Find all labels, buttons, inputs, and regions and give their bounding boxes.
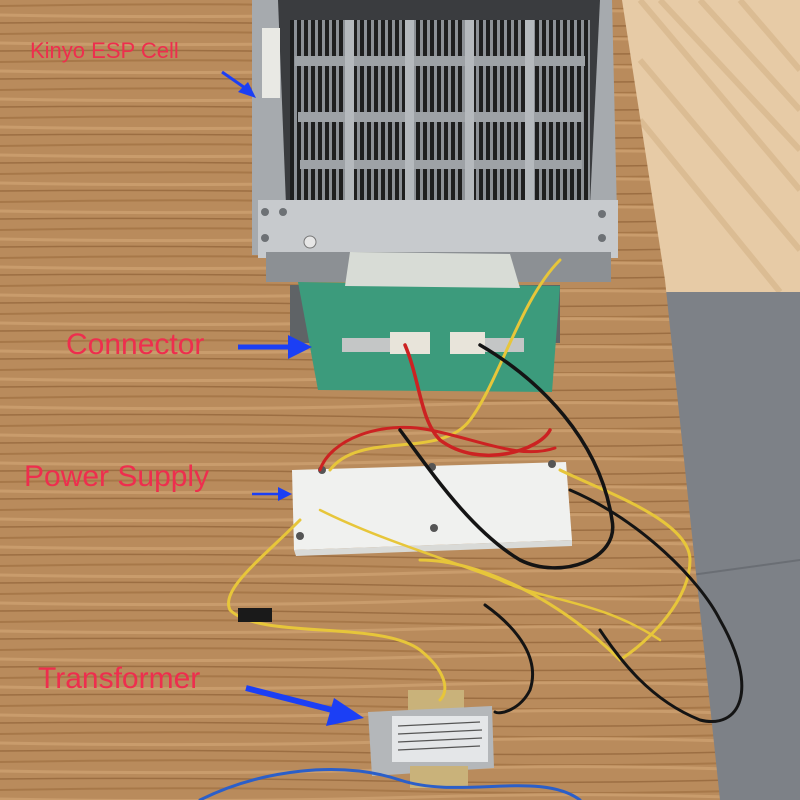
wire-black-3 (483, 603, 535, 715)
wire-yellow-4 (318, 508, 662, 642)
transformer (368, 690, 494, 788)
esp-cell (252, 0, 618, 282)
connector-arrow (238, 335, 312, 359)
wire-yellow-3 (227, 518, 447, 702)
plug-connector (238, 608, 272, 622)
wire-blue (198, 768, 582, 800)
wire-black-1 (398, 343, 615, 570)
wall-stripes (637, 0, 800, 294)
esp-cell-label: Kinyo ESP Cell (30, 38, 179, 63)
wire-red-1 (403, 343, 552, 457)
wire-yellow-2 (418, 468, 692, 662)
power-supply-arrow (252, 487, 292, 501)
transformer-arrow (245, 685, 364, 726)
connector-label: Connector (66, 328, 205, 361)
annotation-arrows (221, 70, 364, 726)
power-supply-label: Power Supply (24, 460, 210, 493)
wires (198, 258, 744, 800)
transformer-label: Transformer (38, 662, 201, 695)
esp-cell-arrow (221, 70, 256, 98)
wire-yellow-1 (328, 258, 562, 472)
wire-red-2 (318, 425, 557, 472)
wire-black-2 (568, 488, 744, 723)
